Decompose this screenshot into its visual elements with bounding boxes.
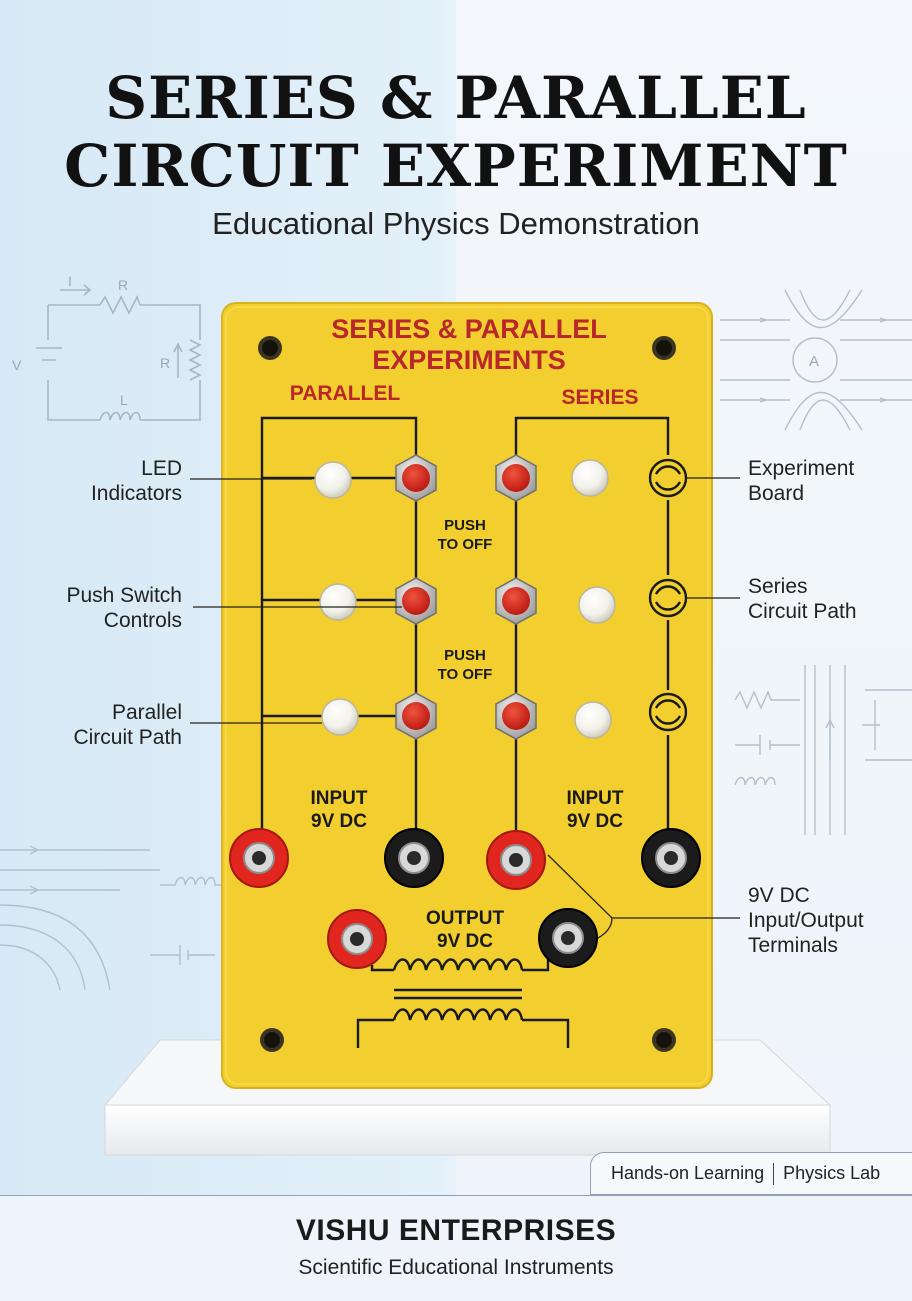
schematic-right-top [720, 289, 912, 431]
callout-experiment-board: Experiment Board [748, 457, 855, 505]
schematic-variable-resistor-label: R [160, 355, 170, 371]
experiment-board [221, 302, 713, 1089]
callout-series-circuit-path: Series Circuit Path [748, 575, 857, 623]
terminal-series-red[interactable] [486, 830, 546, 890]
led-series-1 [571, 459, 609, 497]
push-to-off-label-2: PUSH TO OFF [437, 647, 493, 683]
push-to-off-label-1: PUSH TO OFF [437, 517, 493, 553]
callout-push-switch-controls: Push Switch Controls [66, 584, 182, 632]
page-title-line-1: SERIES & PARALLEL [105, 64, 807, 132]
schematic-inductor-label: L [120, 392, 128, 408]
terminal-output-black[interactable] [538, 908, 598, 968]
output-label: OUTPUT 9V DC [425, 908, 505, 952]
schematic-left-top [36, 284, 202, 421]
terminal-parallel-red[interactable] [229, 828, 289, 888]
led-series-3 [574, 701, 612, 739]
schematic-resistor-label: R [118, 277, 128, 293]
terminal-output-red[interactable] [327, 909, 387, 969]
terminal-parallel-black[interactable] [384, 828, 444, 888]
led-parallel-1 [314, 461, 352, 499]
badge-physics-lab: Physics Lab [783, 1163, 881, 1183]
badge-tab: Hands-on Learning Physics Lab [590, 1152, 912, 1195]
badge-separator [773, 1162, 775, 1185]
board-heading-line-2: EXPERIMENTS [372, 345, 566, 375]
push-switch-series-1[interactable] [495, 454, 537, 502]
input-label-series: INPUT 9V DC [566, 788, 624, 832]
schematic-current-label: I [68, 273, 72, 289]
callout-led-indicators: LED Indicators [90, 457, 182, 505]
led-parallel-2 [319, 583, 357, 621]
page-subtitle: Educational Physics Demonstration [212, 206, 700, 241]
callout-terminals: 9V DC Input/Output Terminals [748, 884, 864, 957]
company-name: VISHU ENTERPRISES [295, 1214, 617, 1247]
input-label-parallel: INPUT 9V DC [310, 788, 368, 832]
series-label: SERIES [561, 386, 639, 409]
callout-parallel-circuit-path: Parallel Circuit Path [73, 701, 182, 749]
schematic-voltage-label: V [12, 357, 22, 373]
push-switch-series-2[interactable] [495, 577, 537, 625]
page-title-line-2: CIRCUIT EXPERIMENT [64, 132, 848, 200]
schematic-ammeter-label: A [809, 353, 819, 370]
push-switch-parallel-2[interactable] [395, 577, 437, 625]
push-switch-parallel-3[interactable] [395, 692, 437, 740]
push-switch-parallel-1[interactable] [395, 454, 437, 502]
led-series-2 [578, 586, 616, 624]
company-tagline: Scientific Educational Instruments [298, 1256, 614, 1279]
schematic-left-bottom [0, 845, 225, 991]
circuit-traces [260, 416, 688, 1048]
mounting-holes [258, 336, 676, 1052]
parallel-label: PARALLEL [289, 382, 401, 405]
board-heading-line-1: SERIES & PARALLEL [331, 314, 607, 344]
callout-lines [190, 477, 740, 939]
terminal-series-black[interactable] [641, 828, 701, 888]
footer [0, 1195, 912, 1301]
schematic-right-middle [734, 665, 912, 835]
push-switch-series-3[interactable] [495, 692, 537, 740]
badge-hands-on-learning: Hands-on Learning [611, 1163, 765, 1183]
led-parallel-3 [321, 698, 359, 736]
